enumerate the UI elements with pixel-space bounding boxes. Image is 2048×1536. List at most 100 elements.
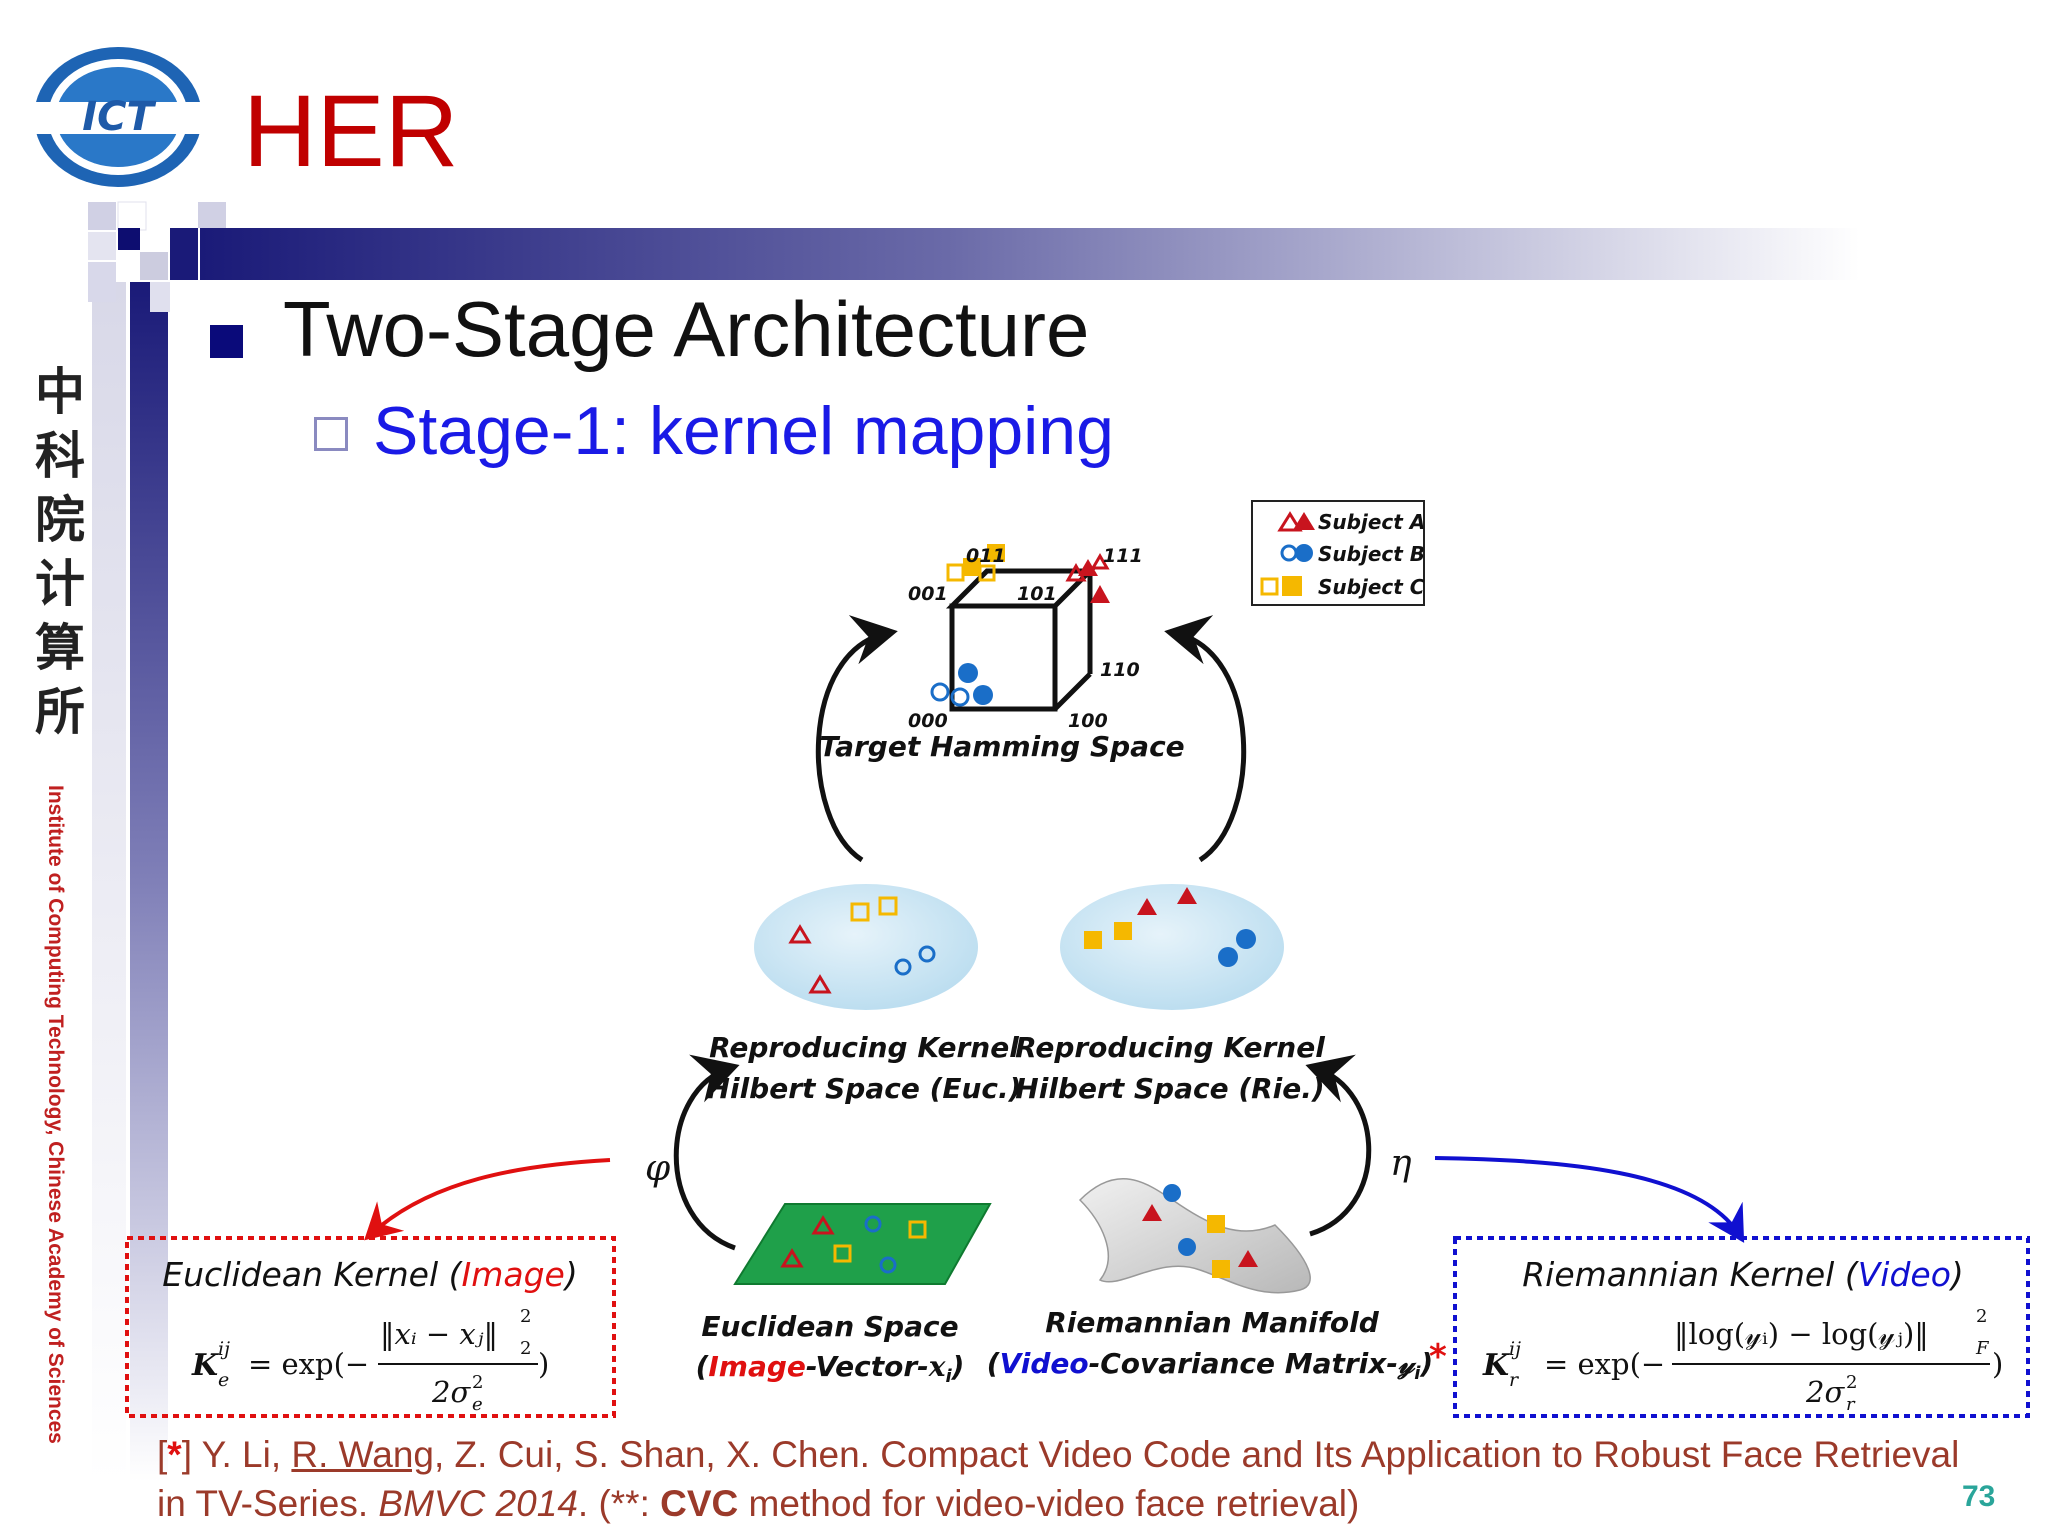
svg-text:= exp(−: = exp(−: [1544, 1347, 1665, 1381]
code-label-111: 111: [1103, 545, 1143, 567]
point-subject-a: [788, 924, 812, 944]
point-subject-c: [908, 1220, 927, 1239]
riemannian-manifold-label: Riemannian Manifold: [1045, 1306, 1380, 1339]
slide-title: HER: [243, 74, 459, 188]
sub-bullet-square-icon: [314, 417, 348, 451]
legend-label-subject-b: Subject B: [1318, 542, 1425, 566]
legend-box: Subject A Subject B Subject C: [1251, 500, 1425, 606]
arrow-to-euclidean-kernel: [364, 1158, 611, 1241]
point-subject-a: [1238, 1250, 1258, 1267]
svg-text:2σ: 2σ: [1805, 1375, 1845, 1409]
legend-label-subject-c: Subject C: [1318, 575, 1425, 599]
svg-text:2: 2: [520, 1338, 531, 1359]
point-subject-b: [1236, 929, 1256, 949]
point-subject-a: [1177, 887, 1197, 904]
point-subject-c: [1212, 1260, 1230, 1278]
bullet-square-icon: [210, 325, 243, 358]
legend-icon-subject-c: [1260, 576, 1302, 596]
svg-text:r: r: [1846, 1394, 1856, 1415]
point-subject-c: [963, 558, 981, 576]
rkhs-euc-line1: Reproducing Kernel: [709, 1031, 1019, 1064]
svg-text:2: 2: [472, 1372, 483, 1393]
side-chinese-text: 中科院计算所: [35, 362, 85, 741]
bullet-heading: Two-Stage Architecture: [283, 285, 1090, 373]
arrow-phi: [673, 1054, 740, 1251]
svg-text:F: F: [1975, 1338, 1990, 1359]
svg-text:K: K: [1482, 1348, 1511, 1383]
point-subject-a: [811, 1215, 835, 1235]
ict-logo: ICT: [34, 47, 202, 187]
rkhs-euclidean-ellipse: [754, 884, 978, 1010]
point-subject-b: [879, 1256, 897, 1274]
point-subject-c: [878, 896, 898, 916]
arrow-to-hamming-right: [1164, 615, 1247, 863]
point-subject-c: [987, 544, 1005, 562]
point-subject-b: [958, 663, 978, 683]
reference-text: [*] Y. Li, R. Wang, Z. Cui, S. Shan, X. …: [157, 1434, 1960, 1524]
sub-bullet-heading: Stage-1: kernel mapping: [373, 393, 1114, 469]
point-subject-a: [780, 1248, 804, 1268]
eta-symbol: η: [1390, 1143, 1412, 1184]
code-label-000: 000: [908, 710, 948, 732]
point-subject-c: [1114, 922, 1132, 940]
svg-text:2: 2: [520, 1306, 531, 1327]
point-subject-a: [1078, 559, 1098, 576]
phi-symbol: φ: [645, 1148, 671, 1189]
euclidean-space-sublabel: (Image-Vector-xi): [696, 1350, 965, 1387]
hamming-title: Target Hamming Space: [819, 730, 1184, 763]
rkhs-rie-line2: Hilbert Space (Rie.): [1015, 1072, 1324, 1105]
point-subject-a: [1090, 553, 1110, 570]
legend-label-subject-a: Subject A: [1318, 510, 1425, 534]
point-subject-c: [1207, 1215, 1225, 1233]
page-number: 73: [1962, 1480, 1996, 1513]
svg-text:): ): [538, 1347, 549, 1381]
code-label-100: 100: [1068, 710, 1108, 732]
euclidean-kernel-box: Euclidean Kernel (Image) K ij e = exp(− …: [125, 1236, 616, 1418]
rkhs-euc-line2: Hilbert Space (Euc.): [707, 1072, 1022, 1105]
point-subject-a: [808, 974, 832, 994]
svg-text:K: K: [191, 1348, 220, 1383]
svg-text:2: 2: [1846, 1372, 1857, 1393]
point-subject-b: [973, 685, 993, 705]
svg-text:‖xᵢ − xⱼ‖: ‖xᵢ − xⱼ‖: [380, 1317, 498, 1351]
deco-bar-horizontal: [200, 228, 1860, 280]
point-subject-b: [1163, 1184, 1181, 1202]
reference-author-link[interactable]: R. Wang: [291, 1434, 434, 1475]
legend-icon-subject-b: [1280, 544, 1313, 562]
svg-text:Euclidean Kernel (Image): Euclidean Kernel (Image): [162, 1255, 577, 1294]
point-subject-b: [894, 958, 912, 976]
svg-text:‖log(𝓎ᵢ) − log(𝓎ⱼ)‖: ‖log(𝓎ᵢ) − log(𝓎ⱼ)‖: [1674, 1317, 1929, 1351]
euclidean-space-label: Euclidean Space: [701, 1310, 958, 1343]
euclidean-plane: [733, 1203, 992, 1285]
riemannian-manifold: [1078, 1178, 1311, 1294]
deco-bar-vertical-light: [92, 282, 126, 1482]
rkhs-rie-line1: Reproducing Kernel: [1015, 1031, 1325, 1064]
code-label-001: 001: [908, 583, 948, 605]
svg-text:Riemannian Kernel (Video): Riemannian Kernel (Video): [1522, 1255, 1964, 1294]
svg-text:2: 2: [1976, 1306, 1987, 1327]
point-subject-b: [864, 1215, 882, 1233]
point-subject-b: [930, 682, 950, 702]
point-subject-a: [1137, 898, 1157, 915]
point-subject-b: [918, 945, 936, 963]
point-subject-a: [1090, 585, 1110, 603]
riemannian-kernel-box: Riemannian Kernel (Video) K ij r = exp(−…: [1453, 1236, 2030, 1418]
point-subject-c: [1084, 931, 1102, 949]
svg-text:e: e: [472, 1394, 483, 1415]
svg-text:ij: ij: [1509, 1338, 1521, 1360]
logo-text: ICT: [82, 94, 156, 140]
svg-text:2σ: 2σ: [431, 1375, 471, 1409]
code-label-101: 101: [1017, 583, 1057, 605]
point-subject-b: [1178, 1238, 1196, 1256]
svg-text:= exp(−: = exp(−: [248, 1347, 369, 1381]
point-subject-c: [850, 902, 870, 922]
point-subject-c: [978, 564, 996, 582]
reference-star: *: [167, 1434, 182, 1475]
svg-text:e: e: [218, 1369, 229, 1391]
point-subject-c: [833, 1244, 852, 1263]
arrow-eta: [1305, 1054, 1372, 1237]
code-label-110: 110: [1100, 659, 1140, 681]
point-subject-a: [1142, 1204, 1162, 1221]
legend-icon-subject-a: [1277, 511, 1315, 532]
